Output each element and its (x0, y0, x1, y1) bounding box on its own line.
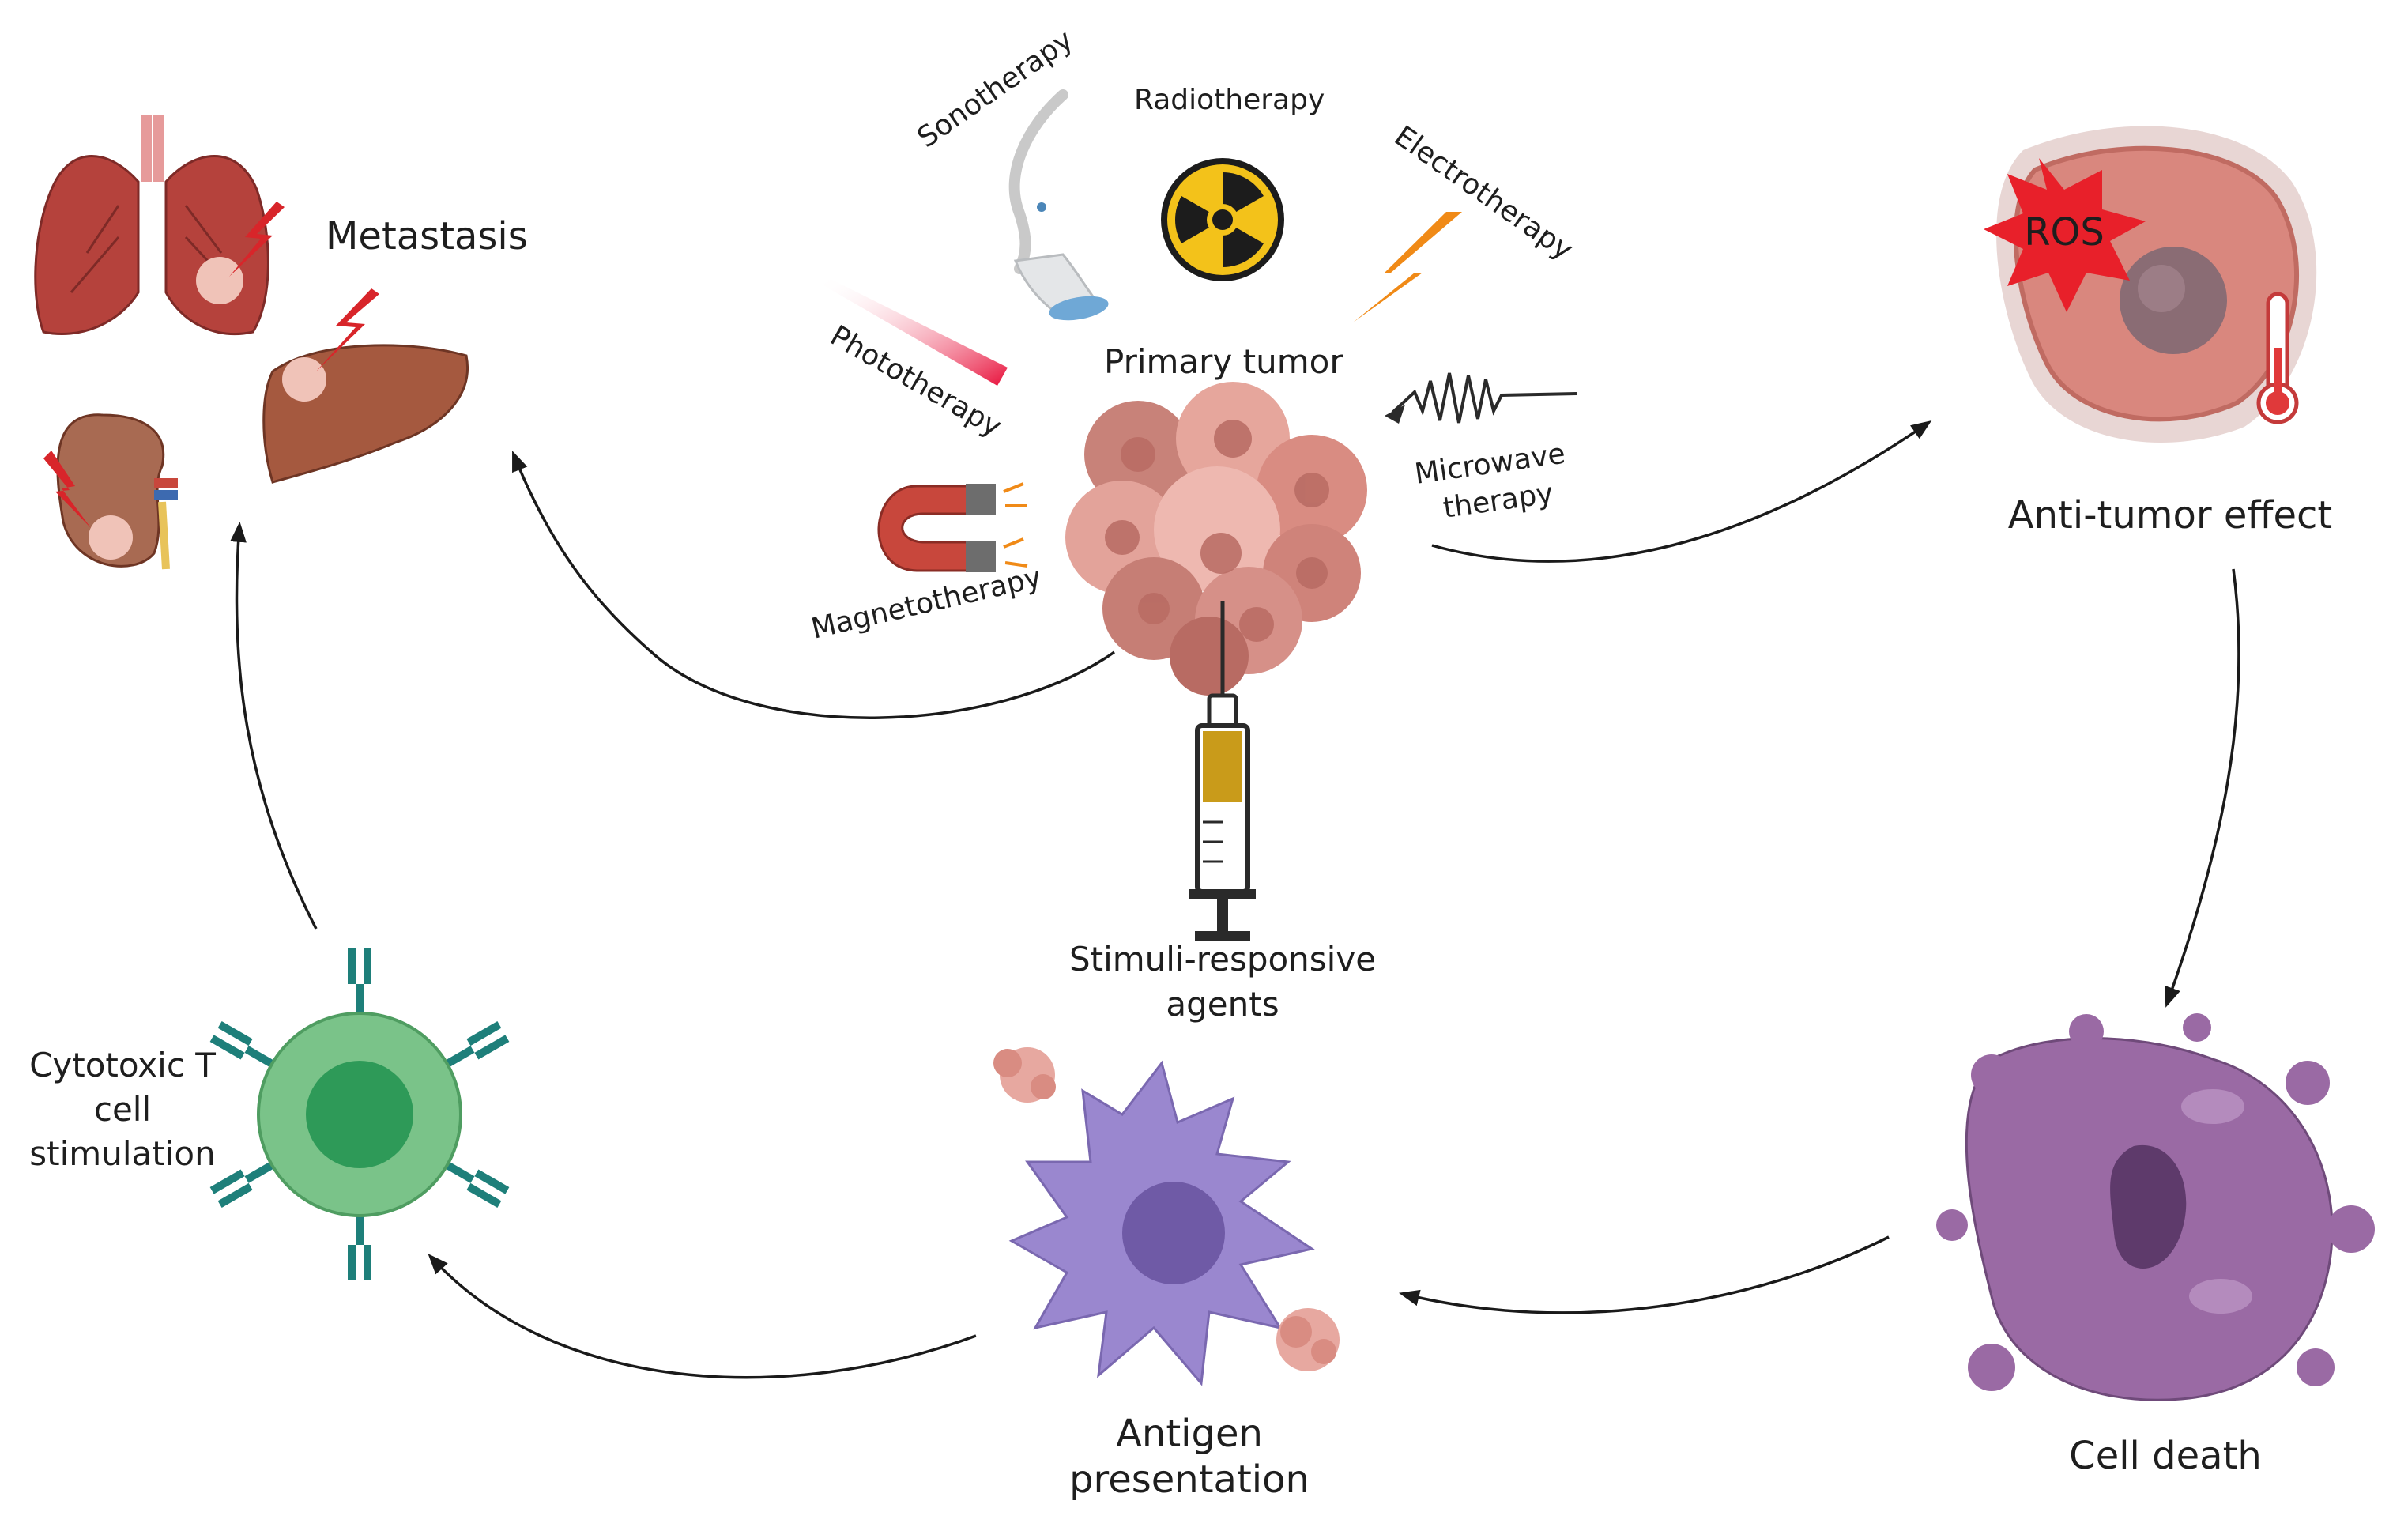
therapy-label-radio: Radiotherapy (1134, 84, 1325, 116)
liver-icon (262, 344, 469, 484)
antigen-label-line2: presentation (1069, 1457, 1310, 1502)
tcell-label-line3: stimulation (29, 1134, 215, 1173)
kidney-icon (56, 413, 178, 570)
anti-tumor-label: Anti-tumor effect (2008, 493, 2332, 537)
lightning-bolt-liver-icon (316, 288, 379, 371)
magnet-icon (877, 482, 1028, 572)
ultrasound-probe-icon (1008, 89, 1109, 321)
tcell-label-line1: Cytotoxic T (29, 1046, 216, 1084)
arrow-tcell-to-metastasis (230, 521, 318, 930)
antigen-label-line1: Antigen (1116, 1412, 1263, 1456)
arrow-anti-tumor-to-cell-death (2165, 568, 2240, 1008)
microwave-arrowhead (1385, 405, 1405, 424)
tumor-cluster-icon (1065, 382, 1367, 696)
therapy-label-sono: Sonotherapy (912, 24, 1080, 154)
metastasis-label: Metastasis (326, 214, 528, 258)
dendritic-cell-icon (1008, 1060, 1315, 1386)
radiation-icon (1161, 158, 1284, 281)
microwave-wave-icon (1391, 372, 1577, 424)
arrow-cell-death-to-antigen (1398, 1235, 1890, 1314)
ros-label: ROS (2024, 210, 2105, 255)
lightning-bolt-icon (1353, 212, 1462, 322)
t-cell-icon (209, 948, 510, 1280)
primary-tumor-label: Primary tumor (1104, 342, 1343, 381)
ros-burst-icon: ROS (1984, 158, 2146, 312)
lightning-bolt-lung-icon (229, 202, 285, 277)
cycle-arrows (230, 420, 2240, 1379)
thermometer-icon (2256, 292, 2299, 424)
antigen-fragment-icon (993, 1047, 1340, 1371)
syringe-icon (1189, 601, 1256, 941)
therapy-label-magneto: Magnetotherapy (808, 561, 1045, 646)
dying-cell-icon (1936, 1013, 2375, 1401)
agents-label-line1: Stimuli-responsive (1069, 940, 1376, 979)
lightning-bolt-kidney-icon (43, 451, 91, 528)
agents-label-line2: agents (1166, 985, 1279, 1024)
cell-death-label: Cell death (2069, 1434, 2262, 1478)
arrow-tumor-to-anti-tumor (1431, 420, 1932, 563)
lungs-icon (34, 115, 269, 336)
tcell-label-line2: cell (94, 1090, 151, 1129)
light-beam-icon (822, 277, 1008, 386)
arrow-tumor-to-metastasis (512, 451, 1116, 719)
arrow-antigen-to-tcell (428, 1254, 977, 1379)
